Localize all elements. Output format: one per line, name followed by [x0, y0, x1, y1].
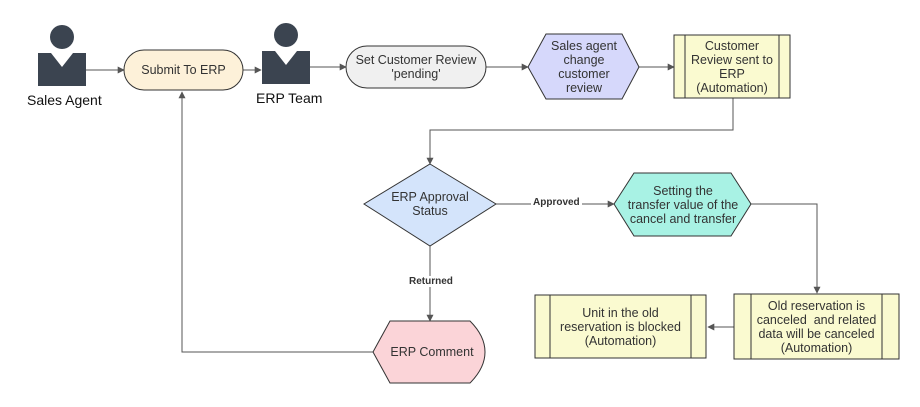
node-submit-to-erp: Submit To ERP — [124, 50, 243, 90]
node-set-customer-review: Set Customer Review 'pending' — [346, 46, 486, 88]
edge-comment-to-submit — [178, 91, 373, 353]
node-set-customer-review-line-2: 'pending' — [391, 67, 441, 81]
node-setting-transfer-value-shape — [613, 172, 752, 237]
node-erp-approval-status: ERP Approval Status — [380, 184, 480, 224]
node-sales-agent-change-review-line-2: change customer — [558, 52, 610, 81]
node-setting-transfer-value-line-2: transfer value of the — [627, 197, 739, 212]
node-old-reservation-canceled-shape — [733, 293, 900, 360]
edge-setting-to-old-reservation — [751, 203, 821, 294]
actor-label-sales-agent: Sales Agent — [27, 92, 102, 108]
node-submit-to-erp-label: Submit To ERP — [141, 63, 226, 77]
node-set-customer-review-shape — [345, 45, 487, 89]
node-customer-review-sent-shape — [673, 34, 791, 99]
node-customer-review-sent: Customer Review sent to ERP (Automation) — [685, 35, 779, 98]
node-erp-comment-label: ERP Comment — [390, 345, 474, 359]
node-sales-agent-change-review-shape — [527, 33, 640, 100]
node-erp-approval-status-line-2: Status — [412, 204, 448, 218]
node-old-reservation-canceled-line-4: (Automation) — [780, 340, 853, 355]
actor-label-erp-team: ERP Team — [256, 90, 323, 106]
person-actor-icon — [262, 23, 310, 84]
node-submit-to-erp-shape — [123, 49, 244, 91]
node-customer-review-sent-line-2: Review sent to — [691, 52, 773, 67]
node-setting-transfer-value: Setting the transfer value of the cancel… — [626, 173, 740, 236]
edge-label-approved: Approved — [531, 197, 582, 208]
node-sales-agent-change-review-line-1: Sales agent — [550, 38, 618, 53]
node-customer-review-sent-line-1: Customer — [704, 38, 760, 53]
node-setting-transfer-value-line-3: cancel and transfer — [629, 211, 737, 226]
node-sales-agent-change-review-line-3: review — [565, 80, 603, 95]
edges — [86, 63, 821, 353]
edge-label-returned: Returned — [407, 276, 455, 287]
node-old-reservation-canceled-line-2: canceled and related — [756, 312, 877, 327]
node-erp-approval-status-line-1: ERP Approval — [391, 190, 469, 204]
node-erp-comment: ERP Comment — [384, 321, 480, 383]
edge-review-sent-to-approval — [426, 98, 734, 165]
node-erp-approval-status-shape — [363, 163, 497, 247]
node-customer-review-sent-line-3: ERP — [719, 66, 745, 81]
node-unit-blocked: Unit in the old reservation is blocked (… — [550, 295, 691, 358]
node-old-reservation-canceled-line-3: data will be canceled — [758, 326, 875, 341]
node-set-customer-review-line-1: Set Customer Review — [355, 53, 477, 67]
node-unit-blocked-line-2: reservation is blocked — [560, 319, 681, 334]
node-unit-blocked-line-1: Unit in the old — [582, 305, 659, 320]
node-unit-blocked-line-3: (Automation) — [584, 333, 657, 348]
node-unit-blocked-shape — [534, 294, 707, 359]
node-setting-transfer-value-line-1: Setting the — [653, 183, 713, 198]
node-sales-agent-change-review: Sales agent change customer review — [540, 34, 628, 99]
node-customer-review-sent-line-4: (Automation) — [696, 80, 768, 95]
node-old-reservation-canceled: Old reservation is canceled and related … — [751, 294, 882, 359]
person-actor-icon — [38, 25, 86, 86]
node-erp-comment-shape — [372, 320, 486, 384]
node-old-reservation-canceled-line-1: Old reservation is — [767, 298, 866, 313]
